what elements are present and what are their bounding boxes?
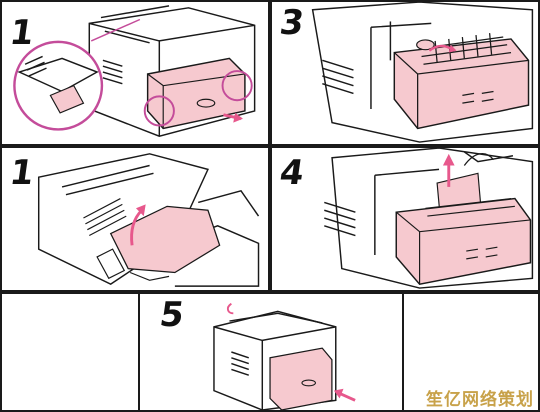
step-number: 1 [7, 13, 37, 53]
step-number: 3 [277, 3, 307, 43]
printer-close-cover-illustration [213, 302, 356, 410]
step-panel-1: 1 [0, 0, 270, 146]
step-number: 4 [277, 153, 307, 193]
empty-panel-right [402, 292, 540, 412]
step-number: 5 [157, 295, 187, 335]
step-number: 1 [7, 153, 37, 193]
step-panel-5: 5 [138, 292, 404, 412]
printer-rollers-illustration [311, 2, 534, 143]
empty-panel [0, 292, 140, 412]
paper-removal-illustration [37, 153, 260, 287]
paper-pull-up-illustration [324, 148, 534, 289]
step-panel-1b: 1 [0, 146, 270, 292]
step-panel-4: 4 [270, 146, 540, 292]
step-panel-3: 3 [270, 0, 540, 146]
watermark-text: 笙亿网络策划 [426, 390, 534, 410]
printer-rear-cover-illustration [13, 5, 256, 137]
